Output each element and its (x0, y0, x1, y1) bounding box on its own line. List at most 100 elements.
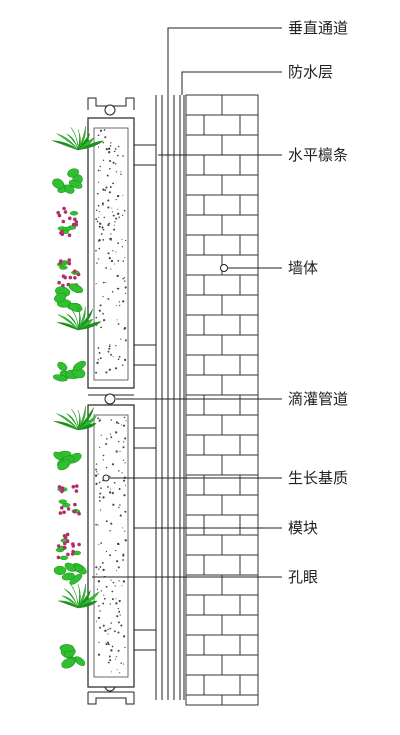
medium-dot (112, 356, 114, 358)
brick (239, 274, 259, 296)
brick (221, 414, 259, 436)
medium-dot (110, 259, 114, 263)
brick (221, 174, 259, 196)
fern-frond (70, 127, 79, 151)
growth-medium-upper (93, 127, 129, 381)
flower-berry (65, 539, 70, 544)
fern-frond (77, 306, 81, 331)
flower-berry (71, 544, 76, 548)
flower-berry (63, 275, 67, 280)
flower-berry (67, 261, 72, 266)
medium-dot (117, 323, 120, 325)
medium-dot (99, 129, 103, 132)
brick (185, 674, 205, 696)
medium-dot (111, 598, 114, 601)
medium-dot (102, 228, 105, 231)
callout-labels: 垂直通道 防水层 水平檩条 墙体 滴灌管道 生长基质 模块 孔眼 (288, 19, 348, 586)
medium-dot (99, 509, 102, 511)
medium-dot (111, 291, 114, 293)
brick (203, 434, 241, 456)
medium-dot (109, 186, 112, 188)
medium-dot (124, 339, 127, 342)
medium-dot (124, 358, 127, 361)
medium-dot (110, 436, 113, 439)
leaf (57, 459, 71, 471)
medium-dot (110, 522, 113, 525)
medium-dot (102, 568, 105, 572)
medium-dot (106, 641, 109, 644)
flower-berry (63, 535, 68, 539)
brick (185, 94, 223, 116)
medium-dot (98, 351, 101, 354)
flower-berry (76, 272, 81, 277)
flower-berry (71, 485, 76, 489)
fern-plant (53, 406, 97, 431)
brick (239, 594, 259, 616)
leafy-plant (59, 644, 86, 669)
brick (185, 594, 205, 616)
medium-dot (116, 319, 118, 321)
medium-dot (96, 192, 99, 195)
medium-dot (118, 580, 120, 582)
medium-dot (117, 208, 119, 210)
medium-dot (104, 189, 107, 192)
medium-dot (105, 186, 108, 189)
medium-dot (97, 359, 100, 361)
brick (185, 194, 205, 216)
growth-medium-dots (94, 129, 127, 674)
medium-dot (111, 211, 114, 213)
medium-dot (124, 437, 127, 440)
medium-dot (99, 626, 101, 629)
medium-dot (98, 481, 101, 484)
flower-berry (68, 275, 73, 280)
medium-dot (121, 238, 123, 240)
medium-dot (105, 643, 108, 646)
medium-dot (106, 438, 108, 440)
medium-dot (98, 496, 101, 498)
medium-dot (110, 268, 112, 270)
medium-dot (119, 514, 122, 517)
medium-dot (96, 361, 99, 365)
growth-medium-lower (93, 414, 129, 678)
medium-dot (110, 649, 113, 652)
medium-dot (116, 287, 119, 290)
medium-dot (99, 500, 101, 502)
brick (239, 154, 259, 176)
medium-dot (97, 473, 99, 475)
medium-dot (113, 263, 115, 265)
medium-dot (108, 655, 111, 658)
brick (185, 634, 205, 656)
flowering-plant (57, 484, 81, 516)
medium-dot (99, 165, 102, 168)
bracket-base (87, 692, 135, 705)
medium-dot (102, 281, 105, 284)
fern-frond (51, 140, 79, 151)
medium-dot (112, 250, 114, 252)
medium-dot (116, 615, 119, 618)
flower-berry (60, 229, 64, 234)
flower-berry (61, 219, 66, 224)
medium-dot (105, 267, 107, 269)
medium-dot (122, 441, 125, 443)
medium-dot (109, 603, 111, 605)
medium-dot (97, 524, 99, 526)
medium-dot (123, 326, 127, 330)
brick (239, 354, 259, 376)
label-horizontal-purlin: 水平檩条 (288, 146, 348, 164)
medium-dot (101, 202, 104, 205)
medium-dot (102, 204, 104, 206)
medium-dot (114, 148, 117, 150)
medium-dot (111, 590, 114, 593)
medium-dot (115, 656, 117, 658)
medium-dot (115, 549, 117, 552)
flower-berry (77, 542, 81, 547)
brick (185, 174, 223, 196)
medium-dot (107, 224, 110, 227)
flower-berry (67, 233, 72, 237)
brick (239, 114, 259, 136)
medium-dot (121, 527, 123, 529)
medium-dot (102, 602, 105, 605)
medium-dot (108, 491, 112, 494)
leafy-plant (52, 360, 86, 382)
